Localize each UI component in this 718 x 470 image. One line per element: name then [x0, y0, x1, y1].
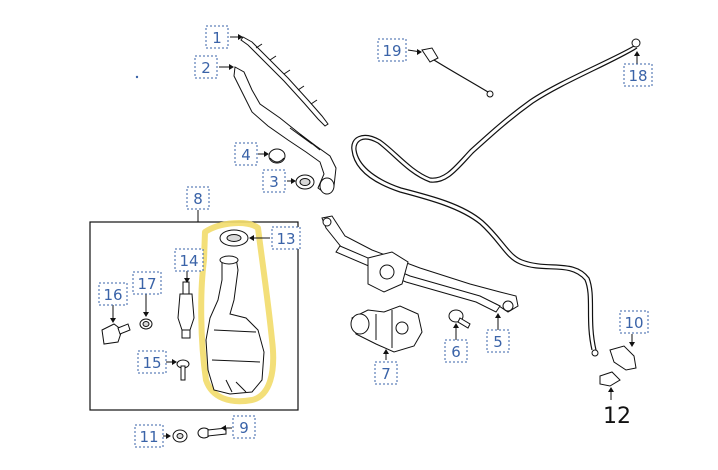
hose-clip[interactable]: [599, 371, 621, 387]
filler-cap[interactable]: [219, 229, 249, 247]
callout-16[interactable]: 16: [98, 282, 128, 306]
callout-13-label: 13: [276, 230, 295, 248]
callout-18[interactable]: 18: [623, 63, 653, 87]
pivot-nut[interactable]: [295, 174, 315, 190]
callout-9[interactable]: 9: [232, 415, 256, 439]
callout-17[interactable]: 17: [132, 271, 162, 295]
callout-4[interactable]: 4: [234, 142, 258, 166]
callout-5-label: 5: [493, 333, 503, 351]
callout-6-label: 6: [451, 343, 461, 361]
mounting-nut[interactable]: [172, 429, 188, 443]
washer-pump[interactable]: [177, 281, 195, 339]
washer-reservoir[interactable]: [205, 255, 265, 395]
callout-19[interactable]: 19: [377, 38, 407, 62]
callout-13[interactable]: 13: [271, 226, 301, 250]
callout-15[interactable]: 15: [137, 350, 167, 374]
callout-1-label: 1: [212, 29, 222, 47]
wiper-linkage[interactable]: [321, 215, 519, 313]
callout-1[interactable]: 1: [205, 25, 229, 49]
leader-lines: [110, 34, 640, 439]
highlight-outline: [198, 220, 277, 405]
hose-bracket[interactable]: [609, 345, 637, 371]
callout-7[interactable]: 7: [374, 361, 398, 385]
pivot-cap[interactable]: [268, 148, 286, 164]
level-sensor[interactable]: [101, 323, 131, 345]
callout-7-label: 7: [381, 365, 391, 383]
callout-10-label: 10: [624, 314, 643, 332]
wiper-arm[interactable]: [233, 66, 337, 195]
stray-dot: [135, 75, 139, 79]
washer-hose[interactable]: [351, 38, 641, 357]
callout-16-label: 16: [103, 286, 122, 304]
callout-18-label: 18: [628, 67, 647, 85]
callout-17-label: 17: [137, 275, 156, 293]
callout-3[interactable]: 3: [262, 169, 286, 193]
callout-6[interactable]: 6: [444, 339, 468, 363]
callout-2[interactable]: 2: [194, 55, 218, 79]
callout-19-label: 19: [382, 42, 401, 60]
callout-11-label: 11: [139, 428, 158, 446]
pump-grommet[interactable]: [139, 318, 153, 330]
callout-8[interactable]: 8: [186, 186, 210, 210]
reservoir-assembly-frame: [89, 221, 299, 411]
callout-9-label: 9: [239, 419, 249, 437]
callout-5[interactable]: 5: [486, 329, 510, 353]
pivot-bolt[interactable]: [448, 309, 471, 329]
callout-2-label: 2: [201, 59, 211, 77]
callout-14-label: 14: [179, 252, 198, 270]
wiper-motor[interactable]: [350, 305, 423, 353]
wiper-blade[interactable]: [240, 36, 329, 127]
callout-10[interactable]: 10: [619, 310, 649, 334]
part-label-12: 12: [603, 404, 631, 429]
callout-14[interactable]: 14: [174, 248, 204, 272]
callout-11[interactable]: 11: [134, 424, 164, 448]
jet-hose[interactable]: [421, 47, 494, 98]
callout-4-label: 4: [241, 146, 251, 164]
mounting-bolt[interactable]: [197, 427, 227, 439]
callout-8-label: 8: [193, 190, 203, 208]
callout-3-label: 3: [269, 173, 279, 191]
reservoir-screw[interactable]: [176, 359, 190, 381]
callout-15-label: 15: [142, 354, 161, 372]
